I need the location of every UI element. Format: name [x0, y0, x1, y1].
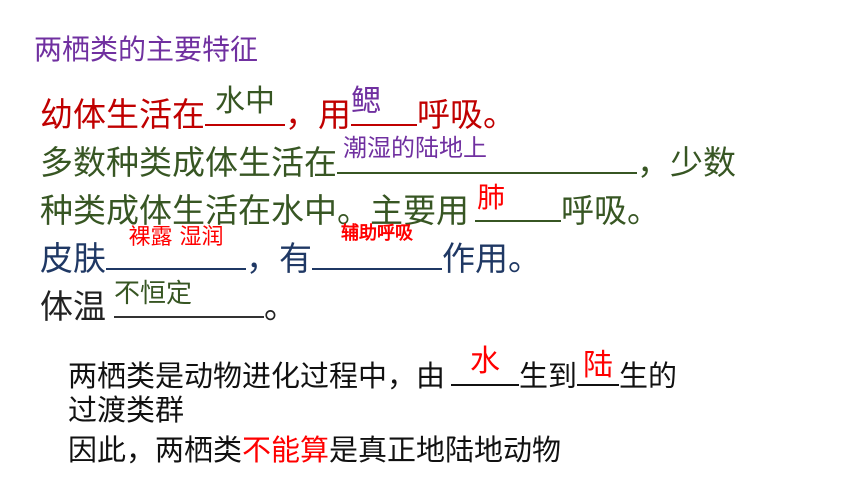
line4-mid: ，有	[246, 239, 312, 278]
para-l3-highlight: 不能算	[242, 433, 330, 467]
para-line-evolution: 两栖类是动物进化过程中，由水生到陆生的	[68, 344, 678, 394]
blank-skin: 裸露 湿润	[106, 225, 246, 270]
slide-title: 两栖类的主要特征	[34, 33, 259, 66]
para-l1-mid: 生到	[519, 359, 578, 393]
line-body-temperature: 体温不恒定 。	[40, 279, 297, 327]
line-larva-habitat: 幼体生活在水中 ，用鳃 呼吸。	[40, 84, 516, 135]
para-l3-suffix: 是真正地陆地动物	[329, 433, 562, 467]
blank-skin-function: 辅助呼吸	[312, 223, 442, 270]
para-l3-prefix: 因此，两栖类	[68, 433, 243, 467]
line2-suffix: ，少数	[637, 143, 736, 182]
line-skin: 皮肤裸露 湿润 ，有 辅助呼吸作用。	[40, 223, 541, 279]
line5-prefix: 体温	[40, 287, 106, 326]
line2-prefix: 多数种类成体生活在	[40, 143, 337, 182]
answer-adult-habitat: 潮湿的陆地上	[343, 134, 487, 162]
line4-prefix: 皮肤	[40, 239, 106, 278]
line3-prefix: 种类成体生活在水中。主要用	[40, 191, 469, 230]
blank-adult-habitat: 潮湿的陆地上	[337, 134, 637, 174]
blank-larva-habitat: 水中	[205, 84, 285, 126]
line1-suffix: 呼吸。	[417, 95, 516, 134]
line5-suffix: 。	[264, 287, 297, 326]
para-l1-suffix: 生的	[619, 359, 678, 393]
blank-evolution-to: 陆	[577, 348, 620, 386]
answer-evolution-to: 陆	[583, 348, 614, 383]
line1-prefix: 幼体生活在	[40, 95, 205, 134]
blank-larva-breathing: 鳃	[351, 84, 417, 126]
blank-body-temperature: 不恒定	[114, 279, 264, 318]
para-line-conclusion: 因此，两栖类不能算是真正地陆地动物	[68, 432, 561, 468]
blank-adult-breathing: 肺	[475, 181, 561, 222]
answer-body-temperature: 不恒定	[114, 279, 193, 309]
line1-mid: ，用	[285, 95, 351, 134]
para-l1-prefix: 两栖类是动物进化过程中，由	[68, 359, 446, 393]
answer-larva-breathing: 鳃	[351, 84, 381, 119]
answer-skin: 裸露 湿润	[128, 225, 224, 250]
answer-larva-habitat: 水中	[215, 84, 275, 119]
answer-skin-function: 辅助呼吸	[341, 223, 413, 244]
para-line-transition: 过渡类群	[68, 393, 185, 427]
line-adult-habitat: 多数种类成体生活在潮湿的陆地上 ，少数	[40, 134, 736, 183]
line3-suffix: 呼吸。	[561, 191, 660, 230]
line-adult-breathing: 种类成体生活在水中。主要用肺 呼吸。	[40, 181, 660, 231]
answer-evolution-from: 水	[470, 344, 501, 379]
blank-evolution-from: 水	[451, 344, 520, 386]
answer-adult-breathing: 肺	[477, 181, 506, 214]
line4-suffix: 作用。	[442, 239, 541, 278]
